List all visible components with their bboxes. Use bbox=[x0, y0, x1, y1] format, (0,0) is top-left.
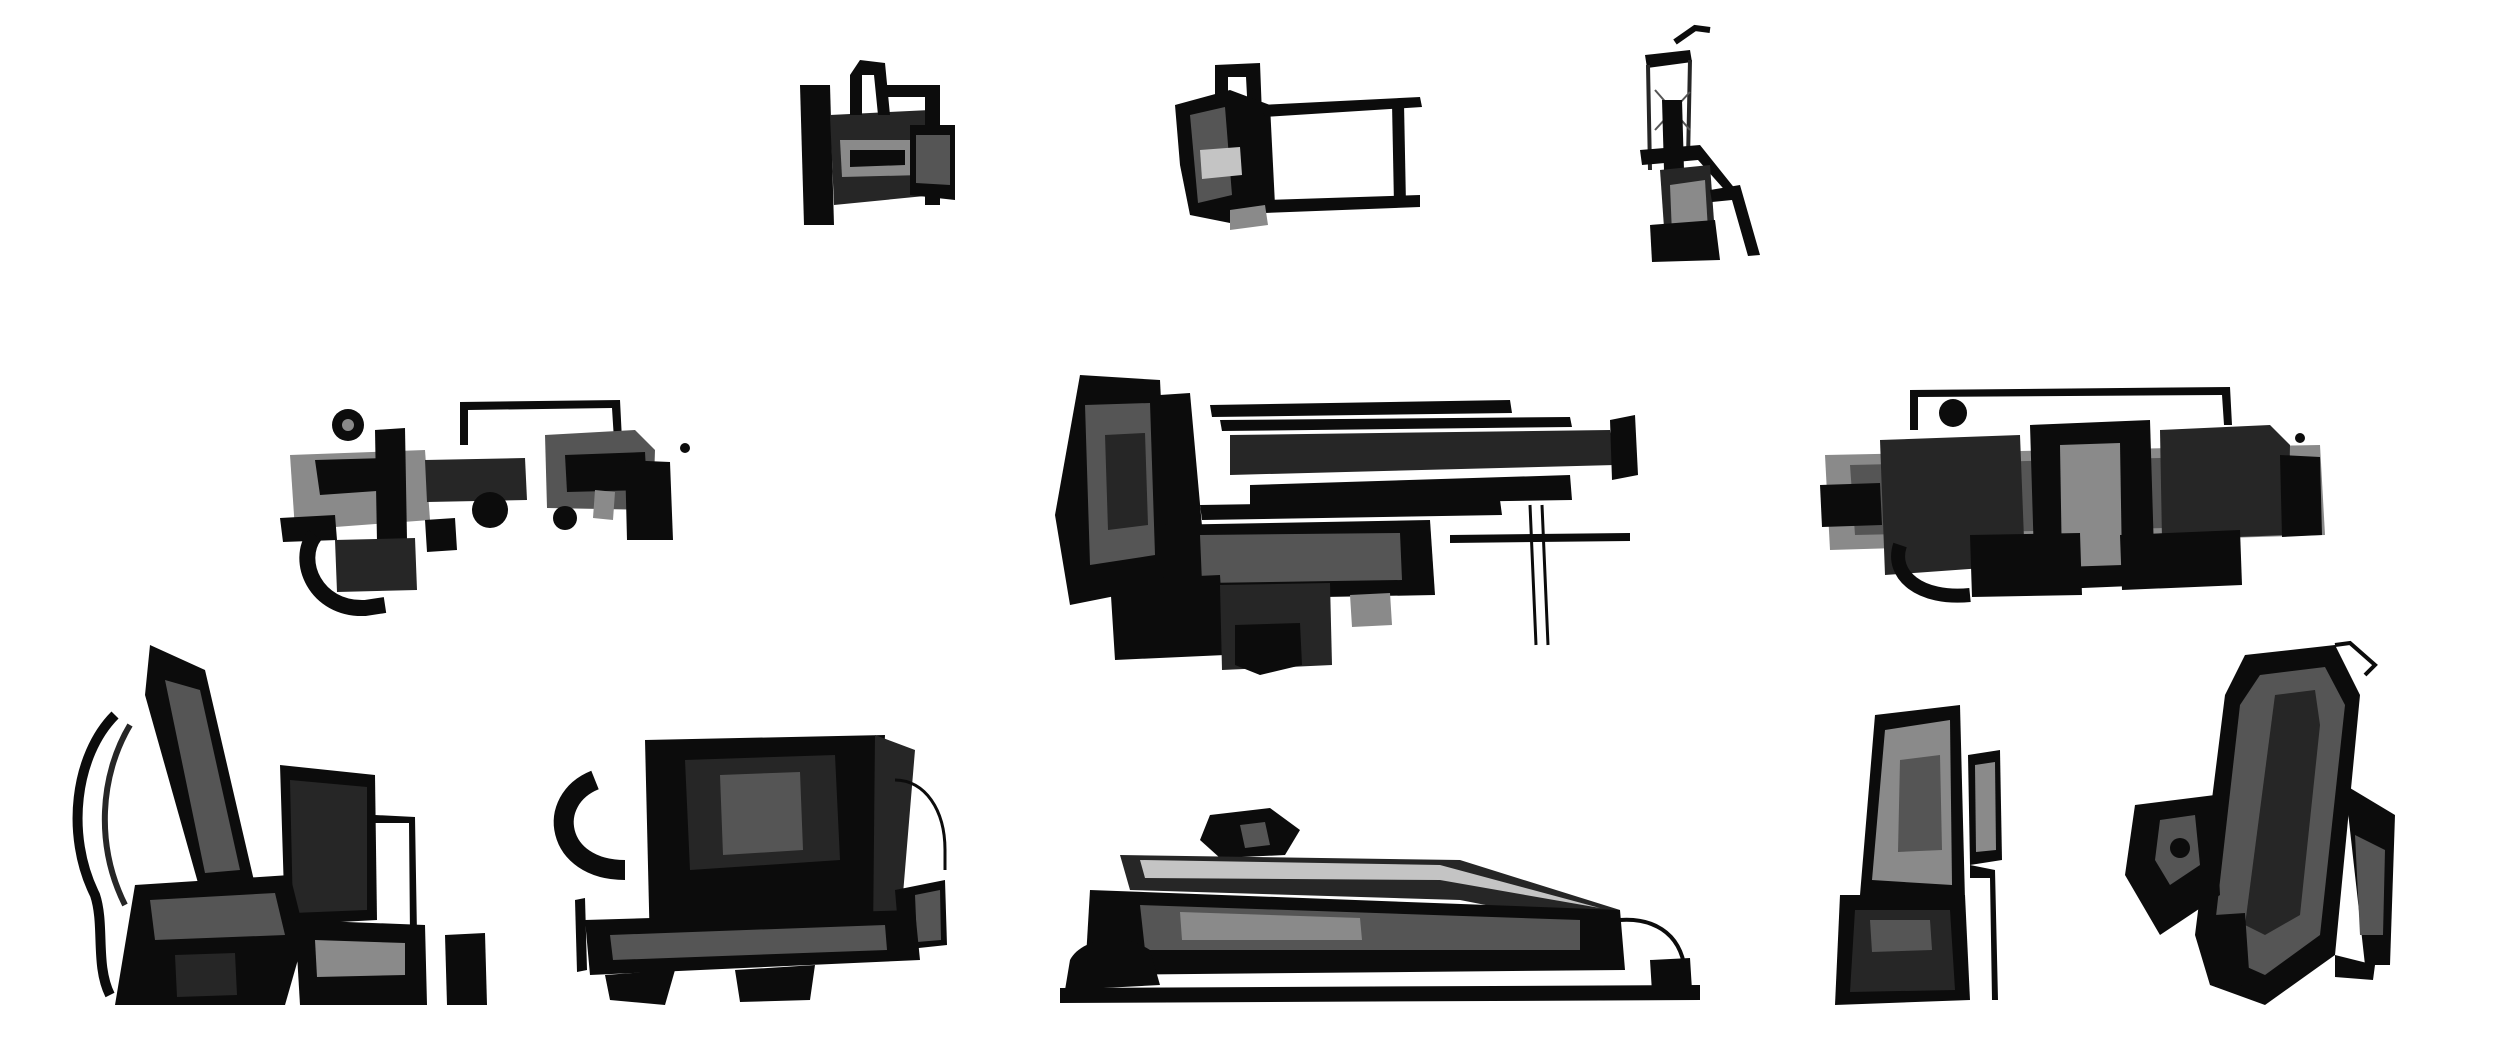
sketch-sled-vehicle bbox=[1060, 800, 1700, 1005]
sketch-small-machine-1 bbox=[790, 55, 970, 235]
sketch-small-machine-3 bbox=[1620, 20, 1790, 270]
sketch-tank-terminal bbox=[553, 720, 955, 1010]
sketch-tall-pod bbox=[2115, 635, 2405, 1010]
sketch-cannon-assembly-right bbox=[1820, 385, 2340, 615]
sketch-monitor-station bbox=[55, 635, 505, 1010]
sketch-cannon-assembly-left bbox=[275, 390, 715, 630]
sketch-small-machine-2 bbox=[1170, 55, 1430, 235]
sketch-upright-console bbox=[1820, 700, 2010, 1010]
sketch-cannon-assembly-center bbox=[1050, 365, 1670, 685]
